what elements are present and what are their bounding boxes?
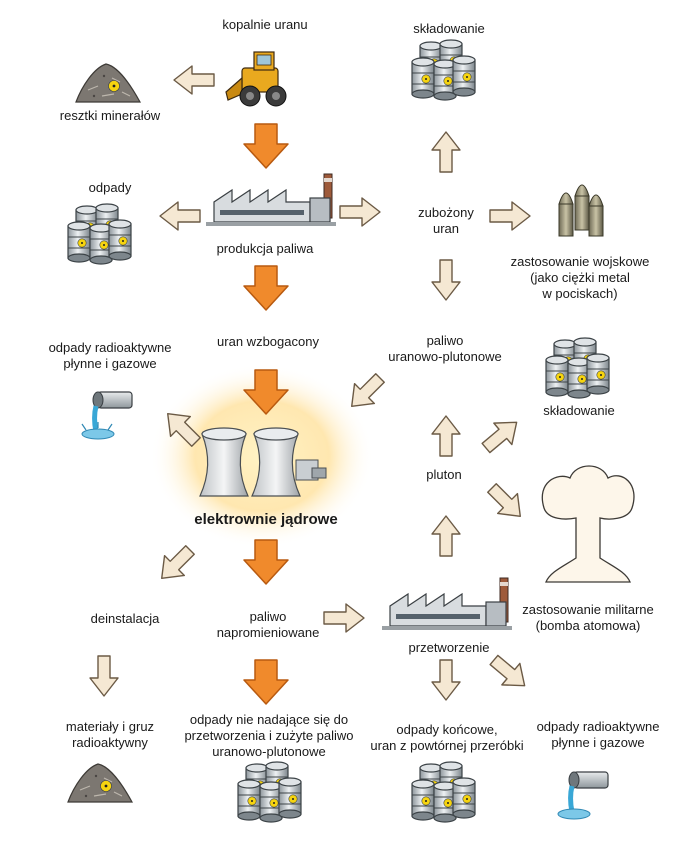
radioactive-barrels-icon — [412, 762, 475, 822]
label-depleted-uranium: zubożony uran — [418, 205, 474, 236]
label-plutonium: pluton — [426, 467, 462, 482]
flow-arrow — [431, 259, 461, 301]
label-nuclear-plants: elektrownie jądrowe — [194, 511, 338, 528]
label-final-waste: odpady końcowe, uran z powtórnej przerób… — [370, 722, 524, 753]
flow-arrow — [476, 410, 527, 460]
radioactive-barrels-icon — [546, 338, 609, 398]
label-fuel-production: produkcja paliwa — [216, 241, 314, 256]
label-storage-right: składowanie — [543, 403, 615, 418]
flow-arrow — [431, 131, 461, 173]
flow-arrow-main — [243, 659, 289, 705]
radioactive-barrels-icon — [412, 40, 475, 100]
flow-arrow — [484, 648, 535, 698]
flow-arrow — [151, 539, 201, 589]
flow-arrow-main — [243, 123, 289, 169]
mineral-pile-icon — [67, 763, 133, 803]
label-enriched-uranium: uran wzbogacony — [217, 334, 319, 349]
label-uranium-mines: kopalnie uranu — [222, 17, 308, 32]
label-radioactive-waste-right: odpady radioaktywne płynne i gazowe — [536, 719, 660, 750]
label-military-use: zastosowanie wojskowe (jako ciężki metal… — [510, 254, 650, 301]
excavator-icon — [225, 51, 287, 107]
label-military-bomb: zastosowanie militarne (bomba atomowa) — [522, 602, 654, 633]
leaking-pipe-icon — [81, 391, 133, 440]
nuclear-plant-icon — [150, 364, 374, 548]
label-reprocessing: przetworzenie — [408, 640, 490, 655]
flow-arrow — [173, 65, 215, 95]
label-waste: odpady — [88, 180, 132, 195]
label-storage-top: składowanie — [413, 21, 485, 36]
factory-icon — [381, 577, 513, 631]
factory-icon — [205, 173, 337, 227]
label-unprocessable-waste: odpady nie nadające się do przetworzenia… — [184, 712, 354, 759]
bullets-icon — [558, 184, 604, 237]
flow-arrow-main — [243, 265, 289, 311]
flow-arrow — [431, 515, 461, 557]
mineral-pile-icon — [75, 63, 141, 103]
flow-arrow — [339, 197, 381, 227]
flow-arrow — [489, 201, 531, 231]
label-radioactive-debris: materiały i gruz radioaktywny — [65, 719, 155, 750]
label-mox-fuel: paliwo uranowo-plutonowe — [388, 333, 502, 364]
label-mineral-residue: resztki minerałów — [59, 108, 161, 123]
flow-arrow — [159, 201, 201, 231]
radioactive-barrels-icon — [238, 762, 301, 822]
flow-arrow — [431, 659, 461, 701]
flow-arrow — [431, 415, 461, 457]
label-radioactive-waste-left: odpady radioaktywne płynne i gazowe — [48, 340, 172, 371]
label-irradiated-fuel: paliwo napromieniowane — [216, 609, 320, 640]
radioactive-barrels-icon — [68, 204, 131, 264]
mushroom-cloud-icon — [541, 465, 635, 583]
leaking-pipe-icon — [557, 771, 609, 820]
flow-arrow — [481, 477, 531, 527]
flow-arrow — [89, 655, 119, 697]
label-decommissioning: deinstalacja — [90, 611, 160, 626]
